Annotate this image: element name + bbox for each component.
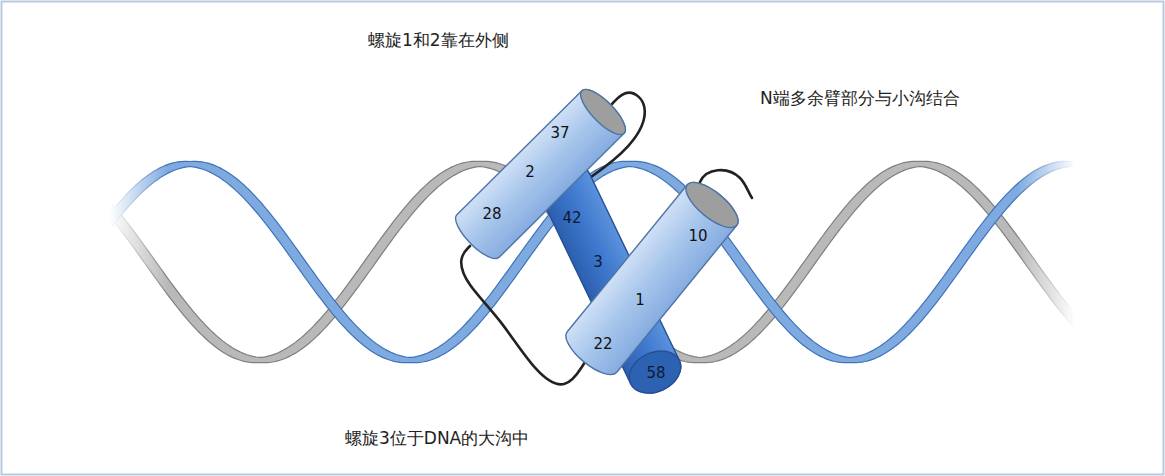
residue-number: 1 [635, 293, 645, 308]
loop-connector [461, 246, 585, 384]
helix-cylinder: 10 1 22 [554, 167, 750, 390]
residue-number: 28 [482, 207, 501, 222]
helix-cylinder: 37 2 28 [442, 76, 639, 272]
residue-number: 58 [646, 366, 665, 381]
residue-number: 22 [593, 337, 612, 352]
cylinder-cap [574, 83, 631, 140]
cylinder-cap [679, 175, 745, 235]
cylinder-shape [554, 167, 750, 390]
cylinder-shape [442, 76, 639, 272]
residue-number: 37 [550, 126, 569, 141]
residue-number: 2 [525, 165, 535, 180]
residue-number: 10 [688, 229, 707, 244]
residue-number: 3 [593, 255, 603, 270]
caption-note: 螺旋3位于DNA的大沟中 [345, 428, 529, 448]
cylinder-body [559, 175, 745, 382]
residue-number: 42 [562, 211, 581, 226]
caption-note: N端多余臂部分与小沟结合 [760, 88, 960, 108]
caption-note: 螺旋1和2靠在外侧 [368, 30, 509, 50]
